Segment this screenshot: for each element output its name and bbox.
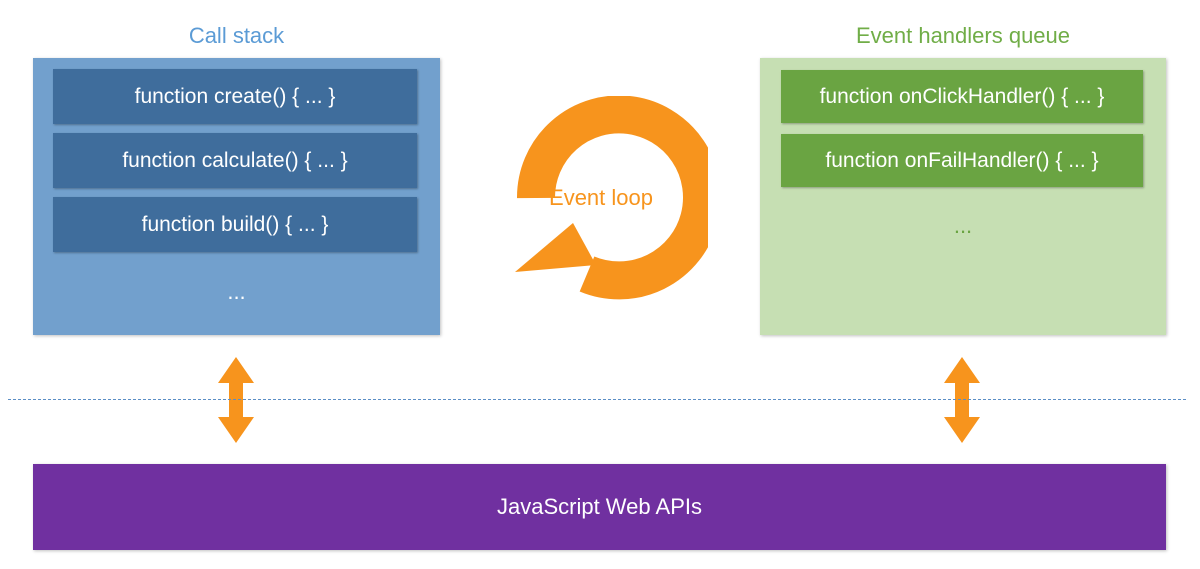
- event-loop-label: Event loop: [549, 185, 653, 210]
- web-apis-bar: JavaScript Web APIs: [33, 464, 1166, 550]
- call-stack-title: Call stack: [188, 23, 285, 48]
- double-arrow-icon: [944, 357, 980, 443]
- event-loop-arrow-icon: [515, 96, 708, 300]
- queue-handler: function onFailHandler() { ... }: [781, 134, 1143, 187]
- event-queue-panel: function onClickHandler() { ... } functi…: [760, 58, 1166, 335]
- call-stack-panel: function create() { ... } function calcu…: [33, 58, 440, 335]
- queue-ellipsis: ...: [953, 213, 973, 238]
- call-stack-ellipsis: ...: [227, 279, 246, 304]
- web-apis-label: JavaScript Web APIs: [496, 494, 702, 519]
- call-stack-frame: function create() { ... }: [53, 69, 417, 124]
- queue-title: Event handlers queue: [855, 23, 1071, 48]
- double-arrow-icon: [218, 357, 254, 443]
- queue-handler: function onClickHandler() { ... }: [781, 70, 1143, 123]
- divider-line: [8, 399, 1186, 400]
- call-stack-frame: function calculate() { ... }: [53, 133, 417, 188]
- call-stack-frame: function build() { ... }: [53, 197, 417, 252]
